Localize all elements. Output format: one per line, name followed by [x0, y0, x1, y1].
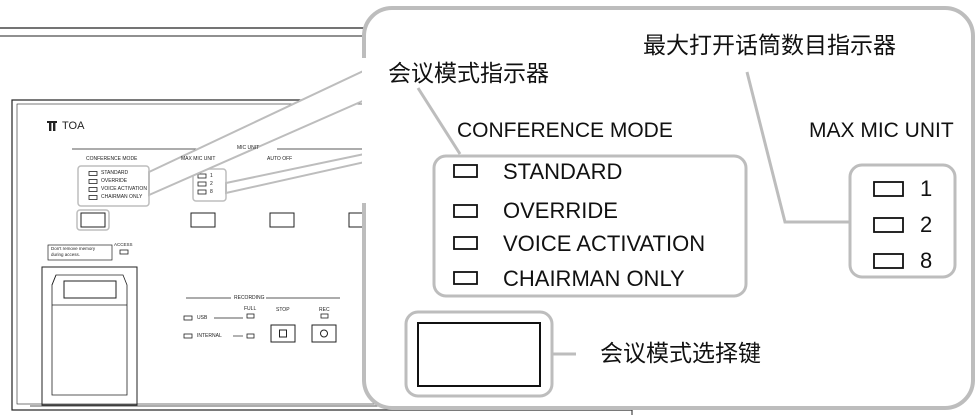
access-led	[119, 249, 129, 255]
auto-off-label: AUTO OFF	[267, 156, 293, 162]
led-max-2	[873, 217, 904, 233]
auto-off-button[interactable]	[269, 212, 295, 228]
led-max-2-small	[197, 181, 207, 187]
internal-led	[183, 333, 193, 339]
mode-select-button[interactable]	[80, 212, 106, 228]
memory-warning-line1: Don't remove memory	[51, 246, 96, 251]
callout-connectors	[148, 64, 375, 197]
access-label: ACCESS	[114, 242, 133, 247]
led-chairman-only-small	[88, 195, 98, 200]
full-led	[246, 313, 255, 319]
led-max-1-small	[197, 173, 207, 179]
conference-mode-title: 会议模式指示器	[388, 61, 549, 87]
toa-logo	[47, 121, 57, 131]
conference-mode-header: CONFERENCE MODE	[457, 119, 673, 142]
max-value-2-small: 2	[210, 180, 213, 187]
rec-icon	[320, 329, 328, 338]
led-standard-small	[88, 171, 98, 176]
callout-bubble	[362, 6, 975, 410]
mode-select-key[interactable]	[417, 322, 541, 387]
memory-warning-line2: during access.	[51, 252, 81, 257]
max-value-2: 2	[920, 212, 933, 237]
memory-card-slot[interactable]	[41, 266, 138, 406]
mode-label-override: OVERRIDE	[503, 198, 618, 223]
conference-mode-pointer	[416, 87, 462, 155]
max-mic-button[interactable]	[190, 212, 216, 228]
conference-mode-label-small: CONFERENCE MODE	[86, 156, 138, 162]
conference-mode-indicator-box	[432, 154, 748, 298]
max-mic-unit-label-small: MAX MIC UNIT	[181, 156, 216, 162]
mode-label-chairman-only: CHAIRMAN ONLY	[503, 266, 685, 291]
led-voice-activation-small	[88, 187, 98, 192]
mode-label-voice-activation: VOICE ACTIVATION	[503, 231, 706, 256]
full-label: FULL	[244, 306, 257, 312]
max-mic-unit-header: MAX MIC UNIT	[809, 119, 954, 142]
stop-button[interactable]	[270, 324, 296, 343]
max-mic-pointer	[745, 71, 850, 224]
max-value-1: 1	[920, 176, 933, 201]
max-mic-title: 最大打开话筒数目指示器	[643, 33, 896, 59]
led-override	[453, 204, 478, 218]
recording-label: RECORDING	[234, 294, 265, 301]
usb-led	[183, 315, 193, 321]
stop-label: STOP	[276, 307, 290, 313]
led-voice-activation	[453, 236, 478, 250]
brand-label: TOA	[62, 120, 85, 132]
led-max-8-small	[197, 189, 207, 195]
mode-select-key-label: 会议模式选择键	[600, 341, 761, 367]
rec-button[interactable]	[311, 324, 337, 343]
led-standard	[453, 164, 478, 178]
max-value-1-small: 1	[210, 172, 213, 179]
led-max-8	[873, 253, 904, 269]
max-value-8-small: 8	[210, 188, 213, 195]
mic-unit-label: MIC UNIT	[237, 145, 260, 151]
mode-label-override-small: OVERRIDE	[101, 178, 128, 184]
mode-label-voice-activation-small: VOICE ACTIVATION	[101, 186, 147, 192]
led-max-1	[873, 181, 904, 197]
max-value-8: 8	[920, 248, 933, 273]
rec-led	[320, 313, 329, 319]
mode-label-standard-small: STANDARD	[101, 170, 129, 176]
usb-label: USB	[197, 314, 208, 321]
stop-icon	[279, 329, 287, 338]
internal-label: INTERNAL	[197, 332, 222, 339]
internal-full-led	[246, 333, 255, 339]
led-chairman-only	[453, 271, 478, 285]
mode-select-button-highlight	[76, 209, 110, 231]
mode-label-standard: STANDARD	[503, 159, 623, 184]
led-override-small	[88, 179, 98, 184]
mode-label-chairman-only-small: CHAIRMAN ONLY	[101, 194, 143, 200]
rec-label: REC	[319, 307, 330, 313]
memory-warning-box	[47, 244, 113, 261]
